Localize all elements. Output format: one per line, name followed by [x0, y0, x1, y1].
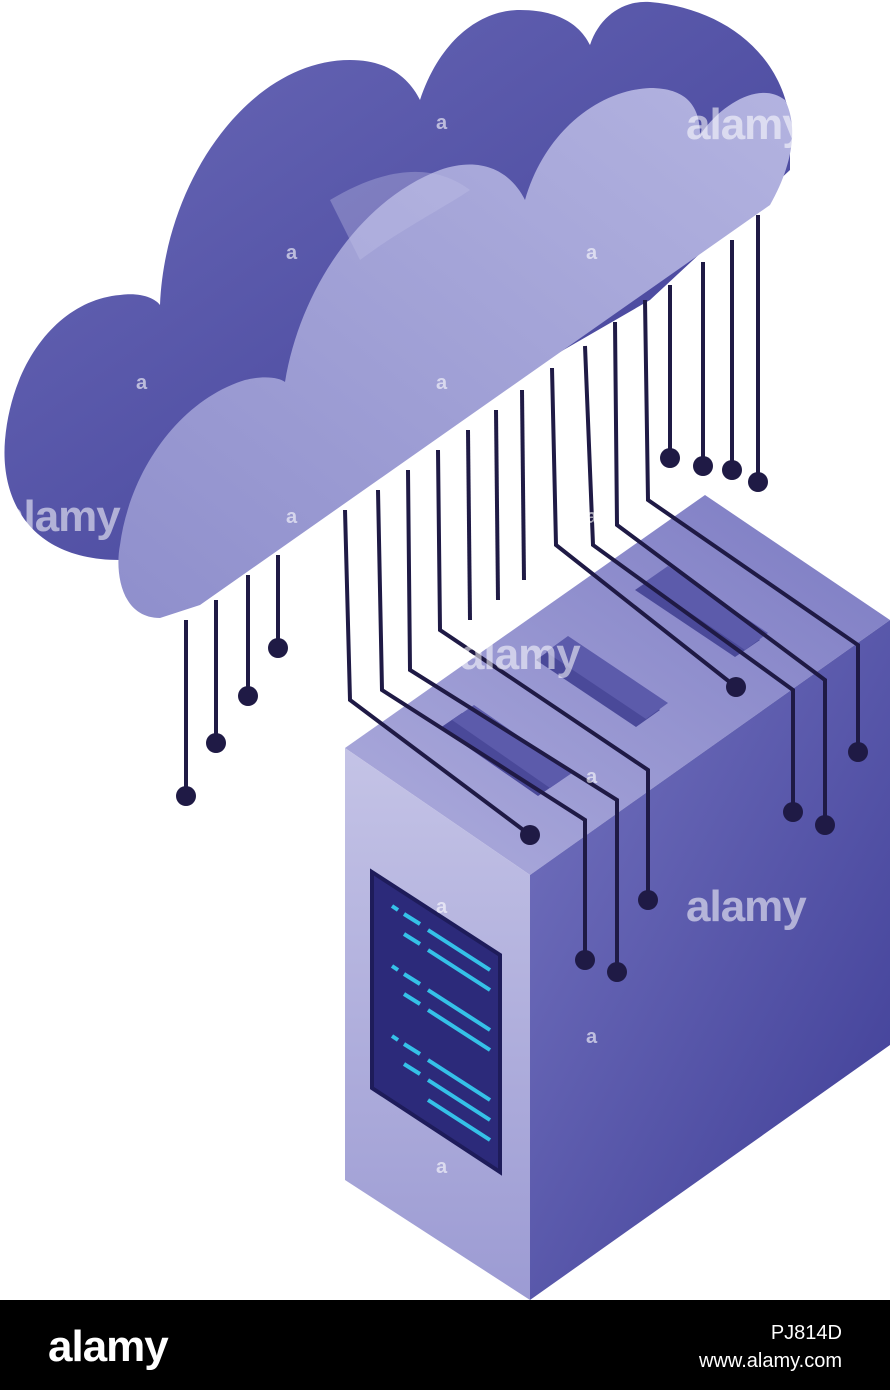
watermark-logo: alamy: [686, 100, 807, 149]
server-side-face: [530, 620, 890, 1300]
watermark-letter: a: [286, 242, 298, 264]
cloud-highlight: [330, 171, 470, 260]
watermark-logo: alamy: [686, 882, 807, 931]
watermark-letter: a: [136, 372, 148, 394]
cloud-front-shape: [118, 88, 793, 618]
watermark-logo: alamy: [460, 630, 581, 679]
circuit-connectors: [184, 215, 860, 972]
watermark-letter: a: [586, 242, 598, 264]
watermark-letter: a: [586, 506, 598, 528]
cloud-server-illustration: [4, 1, 890, 1300]
circuit-node-dots: [176, 448, 868, 982]
footer-bar: alamy PJ814D www.alamy.com: [0, 1300, 890, 1390]
watermark-letter: a: [286, 506, 298, 528]
footer-url: www.alamy.com: [699, 1350, 842, 1372]
watermark-letter: a: [436, 896, 448, 918]
watermark-letter: a: [436, 372, 448, 394]
footer-logo: alamy: [48, 1322, 169, 1371]
server-screen: [370, 868, 502, 1176]
footer-image-id: PJ814D: [770, 1322, 842, 1344]
server-screen-lines: [390, 904, 492, 1142]
watermark-letter: a: [586, 1026, 598, 1048]
watermark-letter: a: [436, 112, 448, 134]
server-top-vents: [440, 566, 768, 796]
watermark-letter: a: [436, 1156, 448, 1178]
watermark-logo: alamy: [0, 492, 121, 541]
cloud-icon: [4, 1, 793, 618]
server-tower-icon: [345, 495, 890, 1300]
watermark-letter: a: [586, 766, 598, 788]
